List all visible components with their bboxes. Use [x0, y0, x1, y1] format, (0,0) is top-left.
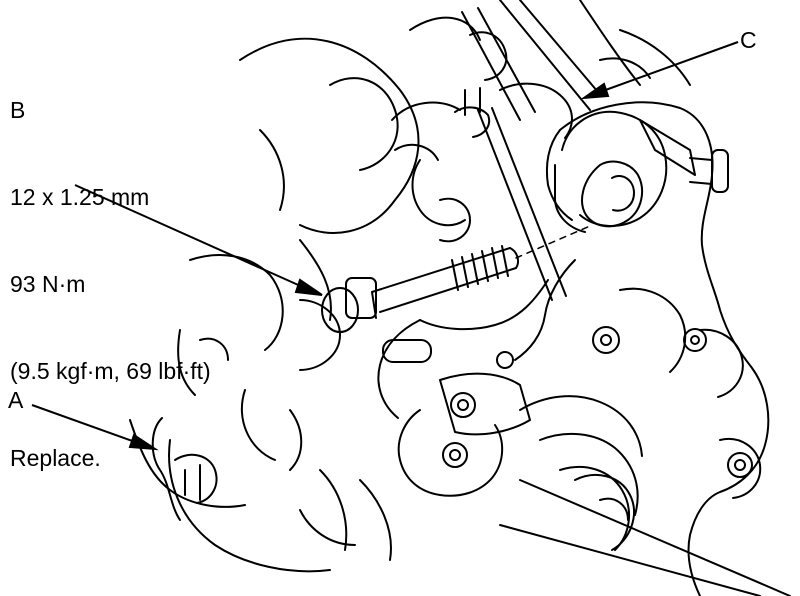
- callout-b-letter: B: [10, 97, 26, 123]
- bolt-b: [321, 225, 591, 333]
- leader-b: [74, 184, 323, 296]
- torque-alt: (9.5 kgf·m, 69 lbf·ft): [10, 358, 211, 384]
- sensor-wire: [477, 107, 567, 301]
- leader-a: [31, 404, 159, 451]
- callout-a-letter: A: [8, 387, 24, 413]
- bolt-size: 12 x 1.25 mm: [10, 184, 150, 210]
- steering-knuckle: [377, 101, 770, 596]
- torque-nm: 93 N·m: [10, 271, 86, 297]
- background-castings: [129, 16, 481, 573]
- clamp-bracket: [554, 110, 729, 233]
- upper-arm-ball-joint: [454, 0, 691, 139]
- part-a-casting: [151, 417, 218, 521]
- callout-b-spec: B 12 x 1.25 mm 93 N·m (9.5 kgf·m, 69 lbf…: [10, 38, 211, 502]
- leader-c: [580, 41, 739, 100]
- drive-shaft: [499, 474, 791, 596]
- replace-note: Replace.: [10, 445, 101, 471]
- callout-c-letter: C: [740, 27, 757, 53]
